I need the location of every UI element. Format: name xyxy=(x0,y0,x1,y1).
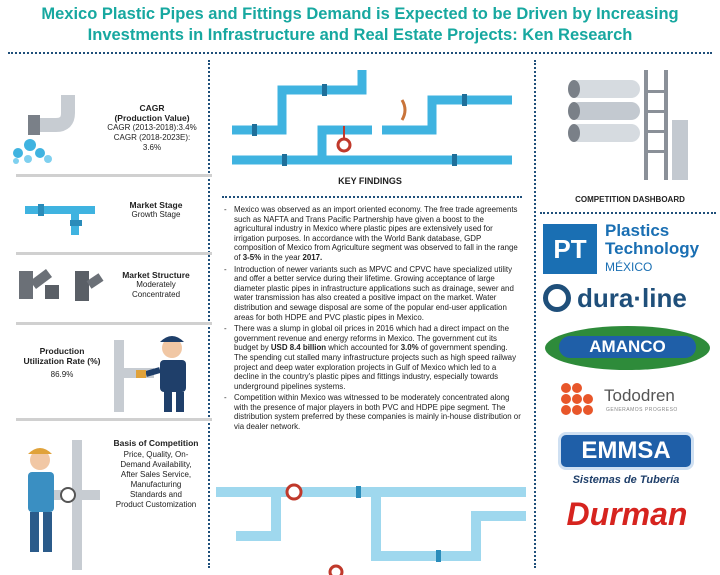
market-stage-block: Market Stage Growth Stage xyxy=(108,200,204,220)
section-band xyxy=(16,174,212,177)
amanco-text: AMANCO xyxy=(559,336,696,358)
pipe-fittings-icon xyxy=(25,204,95,235)
utilization-block: Production Utilization Rate (%) 86.9% xyxy=(16,346,108,380)
pt-line-2: Technology xyxy=(605,239,700,258)
competition-line: Manufacturing xyxy=(130,480,182,489)
cagr-heading: CAGR xyxy=(139,103,165,113)
competition-line: Product Customization xyxy=(115,500,197,509)
left-divider xyxy=(208,60,210,568)
right-divider xyxy=(534,60,536,568)
pt-line-3: MÉXICO xyxy=(605,260,653,274)
finding-item: Competition within Mexico was witnessed … xyxy=(222,393,522,431)
competition-dashboard-title: COMPETITION DASHBOARD xyxy=(575,195,685,204)
market-structure-block: Market Structure Moderately Concentrated xyxy=(108,270,204,300)
pt-line-1: Plastics xyxy=(605,221,670,240)
duraline-logo: dura·line xyxy=(543,282,715,316)
tododren-logo: Tododren GENERAMOS PROGRESO xyxy=(560,380,710,420)
cagr-value-1: CAGR (2013-2018):3.4% xyxy=(107,123,197,132)
market-structure-value-1: Moderately xyxy=(136,280,176,289)
cagr-subheading: (Production Value) xyxy=(114,113,190,123)
pipes-stack-icon xyxy=(568,70,688,180)
competition-line: Demand Availability, xyxy=(120,460,192,469)
competition-heading: Basis of Competition xyxy=(113,438,199,448)
section-band xyxy=(16,322,212,325)
utilization-heading-1: Production xyxy=(39,346,85,356)
emmsa-logo: EMMSA xyxy=(558,432,694,470)
dashboard-divider xyxy=(540,212,716,214)
y-fittings-icon xyxy=(19,269,104,301)
cagr-value-2: CAGR (2018-2023E): xyxy=(113,133,191,142)
competition-line: Standards and xyxy=(129,490,183,499)
section-band xyxy=(16,252,212,255)
market-structure-value-2: Concentrated xyxy=(131,290,181,299)
finding-item: Mexico was observed as an import oriente… xyxy=(222,205,522,263)
utilization-value: 86.9% xyxy=(50,370,74,379)
duraline-ring-icon xyxy=(543,284,571,312)
page-title: Mexico Plastic Pipes and Fittings Demand… xyxy=(0,4,720,46)
cagr-value-3: 3.6% xyxy=(142,143,162,152)
durman-logo: Durman xyxy=(566,496,688,532)
bottom-pipe-illustration xyxy=(216,483,526,575)
worker-with-wrench-icon xyxy=(114,336,186,412)
market-structure-heading: Market Structure xyxy=(122,270,190,280)
title-divider xyxy=(8,52,712,54)
title-line-1: Mexico Plastic Pipes and Fittings Demand… xyxy=(41,5,679,23)
amanco-logo: AMANCO xyxy=(545,326,710,370)
market-stage-value: Growth Stage xyxy=(131,210,181,219)
tododren-tagline: GENERAMOS PROGRESO xyxy=(606,407,678,413)
competition-line: Price, Quality, On- xyxy=(123,450,189,459)
finding-item: There was a slump in global oil prices i… xyxy=(222,324,522,391)
plastics-technology-logo: PT Plastics Technology MÉXICO xyxy=(543,222,715,278)
key-findings-list: Mexico was observed as an import oriente… xyxy=(222,205,522,432)
title-line-2: Investments in Infrastructure and Real E… xyxy=(87,26,633,44)
key-findings-divider xyxy=(222,196,522,198)
duraline-text: dura·line xyxy=(577,283,687,313)
competition-line: After Sales Service, xyxy=(120,470,192,479)
emmsa-tagline: Sistemas de Tubería xyxy=(572,474,680,486)
utilization-heading-2: Utilization Rate (%) xyxy=(23,356,101,366)
faucet-pipe-icon xyxy=(13,95,75,164)
market-stage-heading: Market Stage xyxy=(129,200,183,210)
tododren-text: Tododren xyxy=(604,386,675,405)
key-findings-title: KEY FINDINGS xyxy=(338,176,402,186)
pipe-network-illustration xyxy=(232,70,512,166)
section-band xyxy=(16,418,212,421)
competition-block: Basis of Competition Price, Quality, On-… xyxy=(104,438,208,510)
cagr-block: CAGR (Production Value) CAGR (2013-2018)… xyxy=(100,103,204,153)
tododren-dots-icon xyxy=(561,383,593,415)
finding-item: Introduction of newer variants such as M… xyxy=(222,265,522,323)
emmsa-text: EMMSA xyxy=(581,437,671,464)
pt-badge: PT xyxy=(543,224,597,274)
worker-with-pipes-icon xyxy=(28,440,100,570)
